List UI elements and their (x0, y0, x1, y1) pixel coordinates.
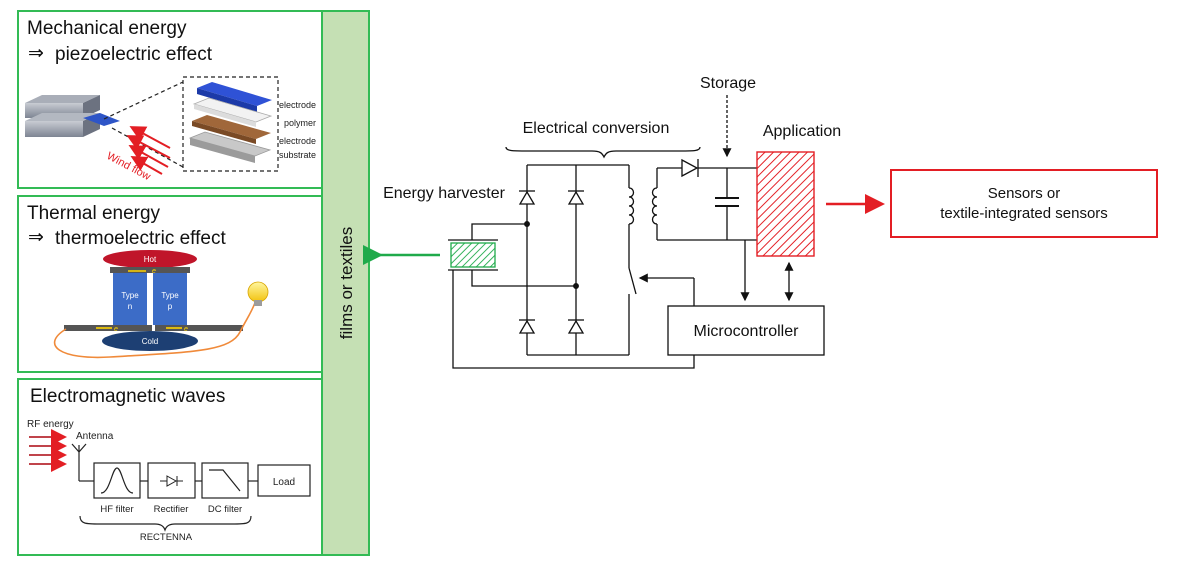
storage-label: Storage (700, 75, 756, 92)
mechanical-effect: piezoelectric effect (55, 44, 213, 65)
hf-filter-block (93, 462, 141, 499)
mechanical-energy-panel: Mechanical energy ⇒ piezoelectric effect (17, 10, 323, 189)
piezo-layers-icon (188, 82, 273, 163)
layer-label-electrode-2: electrode (279, 136, 316, 146)
rf-energy-label: RF energy (27, 419, 74, 430)
rectenna-brace (79, 515, 252, 532)
light-bulb-icon (247, 281, 269, 306)
microcontroller-block (667, 305, 825, 356)
switch-blade (628, 267, 637, 295)
cold-plate-icon (102, 331, 198, 351)
antenna-label: Antenna (76, 431, 114, 442)
rectifier-label: Rectifier (154, 504, 189, 515)
mechanical-title: Mechanical energy (27, 18, 187, 39)
sensors-line-2: textile-integrated sensors (940, 205, 1108, 222)
hf-filter-label: HF filter (100, 504, 133, 515)
hot-label: Hot (144, 255, 157, 264)
layer-label-polymer: polymer (284, 118, 316, 128)
conversion-label: Electrical conversion (523, 120, 670, 137)
cold-label: Cold (142, 337, 158, 346)
sensors-line-1: Sensors or (988, 185, 1061, 202)
dc-filter-block (201, 462, 249, 499)
thermal-effect: thermoelectric effect (55, 228, 226, 249)
application-block (756, 151, 815, 257)
bridge-diode-br (567, 319, 585, 334)
harvesting-circuit (448, 95, 825, 369)
top-electrode-icon (110, 267, 190, 273)
energy-harvester-icon (450, 242, 496, 268)
wire-icon (53, 299, 257, 359)
type-n-word: Type (121, 291, 139, 300)
callout-line-top (103, 81, 184, 120)
load-block (257, 464, 311, 497)
films-textiles-band (321, 10, 370, 556)
rectenna-label: RECTENNA (140, 532, 193, 543)
piezo-beam-icon (83, 113, 120, 126)
bottom-electrode-right-icon (155, 325, 243, 331)
thermal-title: Thermal energy (27, 203, 161, 224)
rectifier-block (147, 462, 196, 499)
films-textiles-label: films or textiles (337, 227, 356, 339)
conversion-brace (505, 146, 701, 159)
type-n-leg-icon (113, 273, 147, 325)
antenna-icon (71, 443, 94, 482)
wind-arrows-icon (126, 126, 171, 175)
rf-arrows-icon (29, 429, 67, 472)
thermal-energy-panel: Thermal energy ⇒ thermoelectric effect H… (17, 195, 323, 373)
dc-filter-label: DC filter (208, 504, 242, 515)
hot-plate-icon (103, 250, 197, 268)
load-label: Load (273, 477, 295, 488)
type-p-leg-icon (153, 273, 187, 325)
application-label: Application (763, 123, 841, 140)
type-p-letter: p (168, 302, 173, 311)
electromagnetic-panel: Electromagnetic waves RF energy Antenna (17, 378, 323, 556)
microcontroller-label: Microcontroller (694, 323, 800, 340)
electron-label-top: e (152, 268, 156, 275)
layer-label-electrode-1: electrode (279, 100, 316, 110)
em-title: Electromagnetic waves (30, 386, 225, 407)
series-diode (681, 158, 699, 178)
type-n-letter: n (128, 302, 132, 311)
transformer-primary (628, 187, 635, 225)
bridge-diode-tl (518, 190, 536, 205)
layer-label-substrate: substrate (279, 150, 316, 160)
electron-label-right: e (184, 326, 188, 333)
harvester-label: Energy harvester (383, 185, 506, 202)
mechanical-implies-arrow: ⇒ (28, 43, 44, 64)
thermal-implies-arrow: ⇒ (28, 227, 44, 248)
bridge-diode-bl (518, 319, 536, 334)
sensors-box (890, 169, 1158, 238)
callout-box (182, 76, 279, 172)
transformer-secondary (651, 187, 658, 225)
piezo-clamp-icon (25, 95, 100, 137)
electron-label-left: e (114, 326, 118, 333)
type-p-word: Type (161, 291, 179, 300)
bridge-diode-tr (567, 190, 585, 205)
